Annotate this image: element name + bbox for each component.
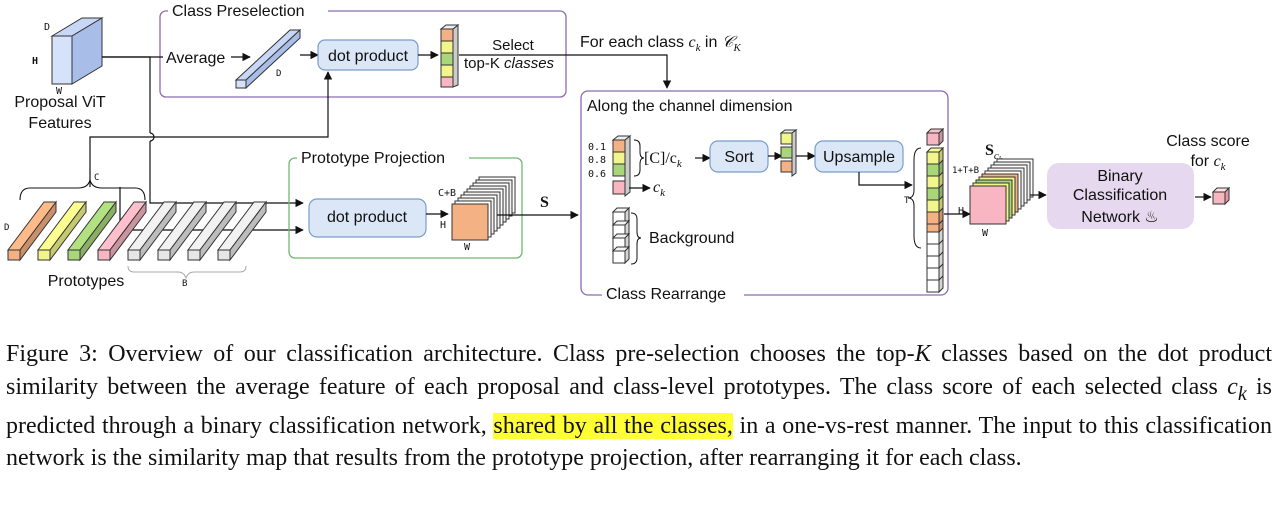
binary-line1: Binary — [1097, 168, 1142, 185]
class-preselection-title: Class Preselection — [172, 3, 305, 20]
sorted-score-column — [779, 129, 798, 177]
upsample-label: Upsample — [823, 149, 895, 166]
class-rearrange-box — [580, 90, 949, 296]
output-cell — [926, 243, 940, 257]
dot-product-preselect-label: dot product — [328, 48, 409, 65]
background-stack — [611, 206, 631, 265]
figure-caption: Figure 3: Overview of our classification… — [6, 338, 1272, 475]
prototypes-label: Prototypes — [48, 273, 124, 290]
prototype-bar — [187, 249, 201, 261]
class-ratio-label: [C]/ck — [644, 150, 683, 170]
similarity-map-s: S — [540, 194, 549, 211]
background-cell — [612, 250, 626, 264]
output-cell — [926, 255, 940, 269]
score-value-2: 0.8 — [588, 155, 606, 166]
proposal-dim-h: H — [32, 56, 38, 67]
output-cell — [926, 267, 940, 281]
prototype-bar — [157, 249, 171, 261]
s-ck-cube — [969, 158, 1034, 225]
caption-part-4: in a one-vs-rest manner. The input to th… — [6, 412, 1272, 472]
output-cell — [926, 199, 940, 213]
prototype-bar — [37, 249, 51, 261]
prototype-bar — [217, 249, 231, 261]
output-cell — [926, 231, 940, 245]
proposal-dim-d: D — [44, 22, 50, 33]
prototypes-dim-c: C — [94, 173, 99, 183]
output-cell — [926, 279, 940, 293]
average-label: Average — [166, 50, 225, 67]
s-ck-slab — [969, 185, 1007, 225]
class-score-cube — [1211, 186, 1231, 206]
projection-cube — [451, 176, 516, 241]
prototypes-dim-b: B — [182, 279, 187, 289]
dot-product-projection-box — [308, 198, 427, 238]
output-cell — [926, 151, 940, 165]
caption-part-3: is predicted through a binary classifica… — [6, 373, 1272, 439]
prototype-bar — [67, 249, 81, 261]
class-rearrange-title: Class Rearrange — [606, 286, 726, 303]
score-value-3: 0.6 — [588, 169, 606, 180]
binary-classification-network-box — [1047, 163, 1194, 229]
for-each-class-label: For each class ck in 𝒞K — [580, 34, 742, 54]
prototypes-group — [7, 200, 267, 262]
projection-dim-w: W — [464, 242, 471, 253]
along-channel-label: Along the channel dimension — [587, 98, 792, 115]
sort-label: Sort — [724, 149, 754, 166]
architecture-diagram: D H W Proposal ViT Features Class Presel… — [4, 2, 1250, 303]
caption-highlight: shared by all the classes, — [493, 412, 733, 439]
prototype-projection-title: Prototype Projection — [301, 150, 445, 167]
binary-line2: Classification — [1073, 187, 1167, 204]
dot-product-projection-label: dot product — [327, 209, 408, 226]
output-cell — [926, 187, 940, 201]
caption-ck-sub: k — [1237, 382, 1247, 405]
class-score-line1: Class score — [1166, 133, 1250, 150]
prototype-bar — [97, 249, 111, 261]
proposal-label-line2: Features — [28, 115, 91, 132]
select-line1: Select — [492, 37, 535, 54]
background-label: Background — [649, 230, 734, 247]
class-preselection-box — [159, 10, 567, 98]
caption-part-2: classes based on the dot product similar… — [6, 341, 1272, 400]
select-line2: top-K classes — [464, 55, 555, 72]
score-stack — [439, 23, 460, 88]
s-ck-dim-h: H — [958, 206, 964, 217]
projection-dim-h: H — [440, 220, 446, 231]
output-cell — [925, 147, 945, 153]
ck-label: ck — [653, 179, 666, 199]
output-cell — [926, 211, 940, 225]
average-vector — [234, 28, 302, 90]
s-ck-dim-w: W — [982, 228, 989, 239]
caption-part-1: Figure 3: Overview of our classification… — [6, 341, 915, 367]
rearrange-dim-t: T — [904, 196, 910, 206]
caption-k: K — [914, 341, 931, 367]
proposal-features-cube — [50, 17, 104, 85]
proposal-dim-w: W — [56, 86, 63, 97]
prototype-bar — [7, 249, 21, 261]
projection-slab — [451, 203, 489, 241]
output-cell — [926, 163, 940, 177]
average-dim-d: D — [276, 69, 281, 79]
proposal-label-line1: Proposal ViT — [14, 94, 106, 111]
class-score-column — [611, 134, 632, 198]
prototypes-dim-d: D — [4, 223, 9, 233]
output-cell — [926, 175, 940, 189]
prototype-bar — [127, 249, 141, 261]
binary-line3: Network ♨ — [1081, 209, 1158, 226]
s-ck-dim-top: 1+T+B — [952, 166, 979, 176]
class-score-line2: for ck — [1190, 153, 1226, 173]
rearranged-channel-column — [925, 127, 945, 294]
caption-ck: c — [1227, 373, 1238, 400]
score-value-1: 0.1 — [588, 142, 606, 153]
output-cell — [926, 132, 940, 146]
projection-dim-cb: C+B — [438, 188, 456, 199]
